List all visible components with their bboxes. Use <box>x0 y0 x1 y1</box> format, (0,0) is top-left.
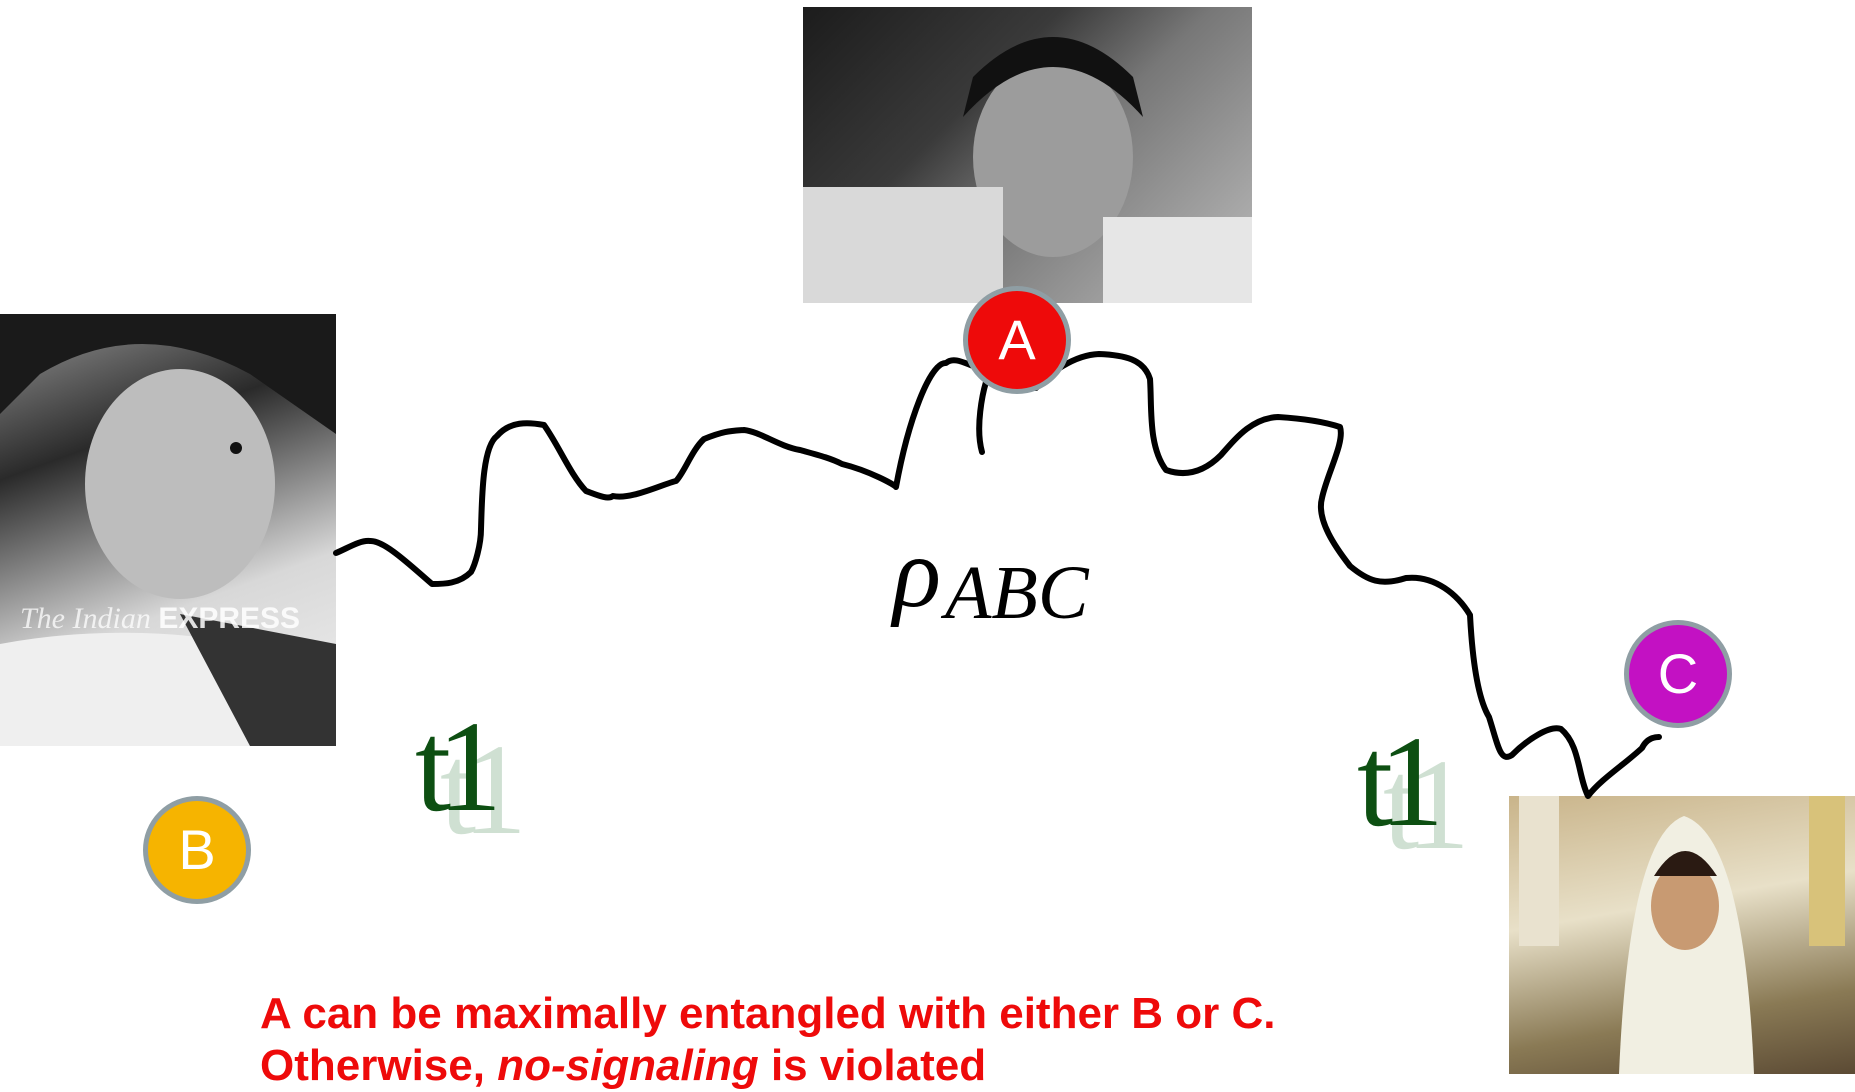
time-label-right: t1 <box>1357 710 1444 854</box>
link-a-c <box>1033 351 1662 799</box>
time-label-left-shadow: t1 <box>440 718 527 862</box>
rho-symbol: ρ <box>893 517 941 628</box>
link-a-b <box>333 357 990 587</box>
time-label-left: t1 <box>415 695 502 839</box>
portrait-photo-a <box>803 7 1252 303</box>
caption-emphasis: no-signaling <box>497 1041 759 1090</box>
time-label-right-shadow: t1 <box>1383 733 1470 877</box>
party-node-a: A <box>963 286 1071 394</box>
caption-line-1: A can be maximally entangled with either… <box>260 989 1276 1038</box>
party-node-c: C <box>1624 620 1732 728</box>
portrait-c-graphic <box>1519 796 1845 1074</box>
portrait-a-graphic <box>803 37 1252 303</box>
monogamy-caption: A can be maximally entangled with either… <box>260 988 1276 1092</box>
portrait-b-graphic <box>0 314 336 746</box>
portrait-photo-b: The Indian EXPRESS <box>0 314 336 746</box>
rho-subscript: ABC <box>945 551 1089 635</box>
photo-watermark: The Indian EXPRESS <box>20 602 301 635</box>
portrait-photo-c <box>1509 796 1855 1074</box>
caption-line-2: Otherwise, no-signaling is violated <box>260 1041 987 1090</box>
party-node-b: B <box>143 796 251 904</box>
state-label-rho-abc: ρABC <box>893 515 1089 635</box>
